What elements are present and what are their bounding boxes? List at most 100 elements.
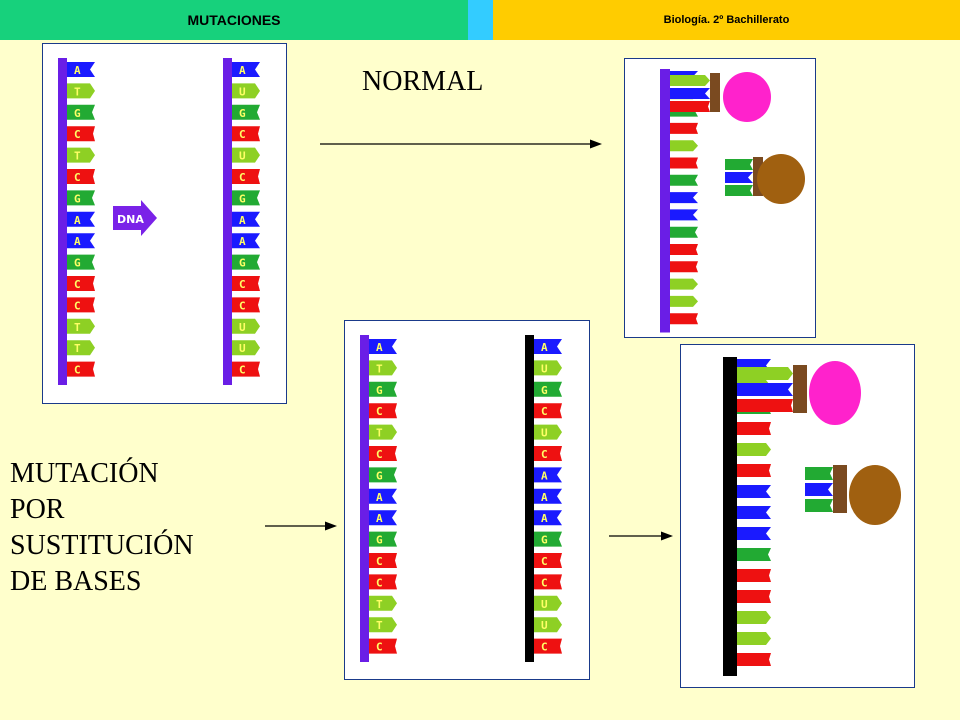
mut-dna-base-label: C: [376, 576, 383, 589]
normal-mrna-base-C: [670, 313, 698, 325]
mut-dna-base-A: [369, 339, 397, 354]
rna-backbone: [223, 58, 232, 385]
rna-base-label: C: [239, 364, 246, 377]
normal-trna2-base-G: [725, 159, 753, 170]
header-title-bar: MUTACIONES: [0, 0, 468, 40]
mutated-mrna-base-C: [737, 653, 771, 666]
normal-translation-diagram: [660, 69, 805, 333]
rna-base-G: [232, 254, 260, 270]
mut-dna-base-label: C: [376, 555, 383, 568]
mutated-mrna-base-A: [737, 485, 771, 498]
normal-amino-acid-icon: [757, 154, 805, 204]
mutated-trna2-base-G: [805, 499, 833, 512]
mut-dna-base-C: [369, 574, 397, 590]
mut-dna-base-C: [369, 638, 397, 654]
mut-dna-base-label: C: [376, 641, 383, 654]
arrow-mutation-to-transcription-icon: [265, 521, 337, 531]
rna-base-label: U: [239, 150, 246, 163]
normal-mrna-base-A: [670, 209, 698, 221]
mut-dna-base-T: [369, 595, 397, 611]
mut-rna-base-label: G: [541, 534, 548, 547]
rna-base-C: [232, 297, 260, 313]
mut-dna-base-label: A: [376, 491, 383, 504]
mut-rna-base-U: [534, 617, 562, 633]
normal-mrna-base-U: [670, 140, 698, 152]
rna-base-label: U: [239, 342, 246, 355]
mut-dna-base-C: [369, 553, 397, 568]
mut-rna-base-C: [534, 403, 562, 419]
mut-rna-base-G: [534, 381, 562, 397]
mutated-trna1-base-C: [737, 399, 793, 412]
header-title: MUTACIONES: [187, 12, 281, 28]
rna-base-A: [232, 233, 260, 249]
normal-mrna-base-G: [670, 226, 698, 238]
dna-base-T: [67, 83, 95, 99]
mut-dna-base-label: G: [376, 469, 383, 482]
dna-base-label: C: [74, 299, 81, 312]
rna-base-A: [232, 211, 260, 227]
mut-dna-base-label: G: [376, 384, 383, 397]
mut-dna-base-label: G: [376, 534, 383, 547]
mut-dna-base-label: T: [376, 619, 383, 632]
mutation-label-line: POR: [10, 494, 65, 525]
mutation-label-line: DE BASES: [10, 566, 142, 597]
dna-transcription-arrow-icon: [113, 200, 157, 236]
dna-base-label: T: [74, 85, 81, 98]
header-divider: [468, 0, 493, 40]
mut-rna-base-C: [534, 638, 562, 654]
mut-rna-base-C: [534, 574, 562, 590]
rna-base-label: A: [239, 235, 246, 248]
normal-mrna-base-G: [670, 174, 698, 186]
arrow-mutation-to-translation-icon: [609, 531, 673, 541]
mut-dna-base-T: [369, 360, 397, 376]
header-subtitle: Biología. 2º Bachillerato: [663, 14, 790, 26]
mut-rna-base-label: C: [541, 448, 548, 461]
normal-mrna-base-U: [670, 278, 698, 290]
normal-translation-panel: [624, 58, 816, 338]
mut-dna-base-G: [369, 531, 397, 547]
mut-rna-base-U: [534, 360, 562, 376]
normal-ribosome-large-icon: [723, 72, 771, 122]
rna-base-label: C: [239, 278, 246, 291]
mut-rna-backbone: [525, 335, 534, 662]
mut-dna-backbone: [360, 335, 369, 662]
dna-base-label: G: [74, 257, 81, 270]
rna-base-G: [232, 190, 260, 206]
normal-trna1-base-A: [670, 88, 710, 99]
dna-base-label: A: [74, 214, 81, 227]
mutated-trna1-base-U: [737, 367, 793, 380]
dna-base-C: [67, 169, 95, 184]
rna-base-C: [232, 276, 260, 291]
mut-rna-base-G: [534, 531, 562, 547]
mut-dna-base-label: A: [376, 341, 383, 354]
dna-base-T: [67, 340, 95, 356]
rna-base-G: [232, 104, 260, 120]
dna-base-label: G: [74, 192, 81, 205]
mut-rna-base-label: U: [541, 619, 548, 632]
mutated-mrna-backbone: [723, 357, 737, 676]
mut-dna-base-A: [369, 510, 397, 526]
mut-rna-base-label: C: [541, 576, 548, 589]
mutated-translation-panel: [680, 344, 915, 688]
rna-base-C: [232, 126, 260, 142]
rna-base-label: U: [239, 85, 246, 98]
rna-base-U: [232, 83, 260, 99]
normal-label: NORMAL: [362, 66, 484, 97]
normal-mrna-base-C: [670, 122, 698, 134]
mut-dna-base-label: T: [376, 598, 383, 611]
mut-rna-base-label: U: [541, 598, 548, 611]
mutated-mrna-base-U: [737, 443, 771, 456]
normal-mrna-base-C: [670, 261, 698, 273]
normal-trna1-base-U: [670, 75, 710, 86]
dna-base-label: C: [74, 278, 81, 291]
dna-base-T: [67, 318, 95, 334]
mutated-ribosome-large-icon: [809, 361, 861, 425]
rna-base-C: [232, 361, 260, 377]
dna-base-label: C: [74, 171, 81, 184]
mutated-mrna-base-C: [737, 464, 771, 477]
mut-dna-base-G: [369, 467, 397, 483]
mutated-trna1-linker: [793, 365, 807, 413]
